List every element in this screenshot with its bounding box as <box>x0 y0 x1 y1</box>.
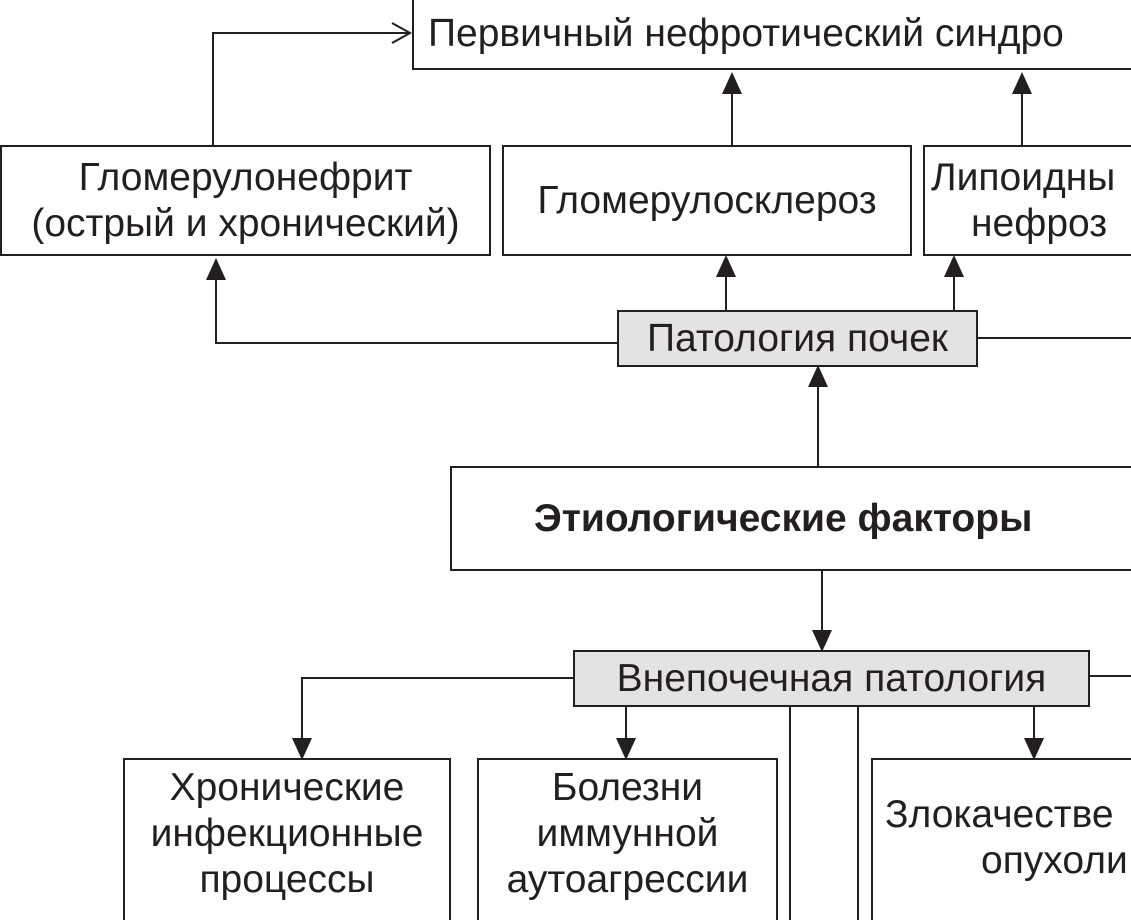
node-primary-nephrotic-syndrome: Первичный нефротический синдро <box>412 0 1131 70</box>
node-kidney-pathology-label: Патология почек <box>647 316 948 360</box>
node-glomerulonephritis-line2: (острый и хронический) <box>31 201 460 245</box>
node-chronic-infections: Хронические инфекционные процессы <box>123 758 451 920</box>
node-glomerulonephritis-line1: Гломерулонефрит <box>78 155 413 199</box>
edge-kidney-to-glomerulonephritis <box>215 280 618 344</box>
arrowhead <box>722 72 742 94</box>
node-autoimmune-diseases-line1: Болезни <box>551 766 704 809</box>
arrowhead <box>292 738 312 760</box>
node-extrarenal-pathology-label: Внепочечная патология <box>616 656 1047 700</box>
arrowhead-open <box>391 22 413 44</box>
arrowhead <box>808 365 828 387</box>
node-autoimmune-diseases-line3: аутоагрессии <box>506 858 749 901</box>
node-lipoid-nephrosis-line2: нефроз <box>971 201 1108 245</box>
node-glomerulonephritis: Гломерулонефрит (острый и хронический) <box>0 145 491 256</box>
node-chronic-infections-line2: инфекционные <box>150 812 424 855</box>
node-autoimmune-diseases: Болезни иммунной аутоагрессии <box>477 758 778 920</box>
node-malignant-tumors-line2: опухоли <box>981 839 1128 882</box>
arrowhead <box>1012 72 1032 94</box>
node-etiological-factors: Этиологические факторы <box>450 466 1131 571</box>
node-glomerulosclerosis: Гломерулосклероз <box>502 145 912 256</box>
node-malignant-tumors: Злокачестве опухоли <box>871 758 1131 920</box>
edge-glomerulonephritis-to-syndrome <box>212 32 408 146</box>
node-glomerulosclerosis-label: Гломерулосклероз <box>537 178 877 222</box>
node-chronic-infections-line3: процессы <box>199 858 375 901</box>
edge-extrarenal-to-infections <box>301 677 574 738</box>
node-kidney-pathology: Патология почек <box>617 310 978 367</box>
node-primary-nephrotic-syndrome-label: Первичный нефротический синдро <box>428 12 1064 55</box>
arrowhead <box>812 630 832 652</box>
arrowhead <box>616 738 636 760</box>
arrowhead <box>716 255 736 277</box>
node-extrarenal-pathology: Внепочечная патология <box>573 650 1090 707</box>
node-chronic-infections-line1: Хронические <box>169 766 405 809</box>
node-autoimmune-diseases-line2: иммунной <box>536 812 719 855</box>
node-lipoid-nephrosis: Липоидны нефроз <box>923 145 1131 256</box>
node-etiological-factors-label: Этиологические факторы <box>534 496 1033 540</box>
arrowhead <box>1024 738 1044 760</box>
arrowhead <box>206 258 226 280</box>
node-lipoid-nephrosis-line1: Липоидны <box>931 155 1116 199</box>
node-malignant-tumors-line1: Злокачестве <box>885 793 1114 836</box>
arrowhead <box>944 255 964 277</box>
